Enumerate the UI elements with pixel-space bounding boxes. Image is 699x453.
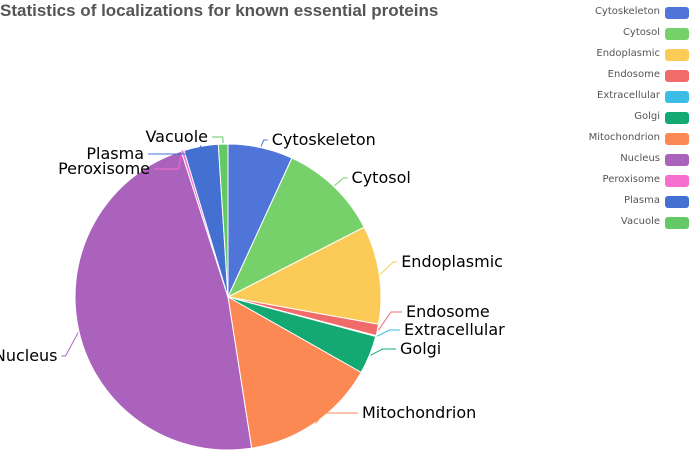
legend-label: Golgi [634, 111, 660, 122]
pie-slice-mitochondrion[interactable] [227, 296, 362, 449]
slice-label-mitochondrion: Mitochondrion [362, 403, 476, 422]
legend-item-golgi[interactable]: Golgi [560, 111, 699, 127]
legend-swatch [665, 196, 689, 208]
legend-item-endoplasmic[interactable]: Endoplasmic [560, 48, 699, 64]
slice-label-cytoskeleton: Cytoskeleton [272, 130, 376, 149]
legend-swatch [665, 175, 689, 187]
label-line-vacuole [212, 136, 224, 144]
legend-swatch [665, 91, 689, 103]
legend-label: Nucleus [620, 153, 660, 164]
pie-slice-endoplasmic[interactable] [226, 226, 382, 325]
label-line-nucleus [61, 332, 79, 357]
pie-slice-vacuole[interactable] [217, 143, 229, 298]
slice-label-peroxisome: Peroxisome [58, 159, 150, 178]
legend-item-peroxisome[interactable]: Peroxisome [560, 174, 699, 190]
legend-item-cytosol[interactable]: Cytosol [560, 27, 699, 43]
label-line-golgi [370, 348, 396, 356]
legend-swatch [665, 7, 689, 19]
slice-label-endoplasmic: Endoplasmic [401, 252, 503, 271]
legend-label: Plasma [623, 195, 660, 206]
legend-item-cytoskeleton[interactable]: Cytoskeleton [560, 6, 699, 22]
label-line-peroxisome [154, 149, 183, 170]
slice-label-extracellular: Extracellular [404, 320, 505, 339]
legend-item-extracellular[interactable]: Extracellular [560, 90, 699, 106]
legend-item-plasma[interactable]: Plasma [560, 195, 699, 211]
legend-swatch [665, 28, 689, 40]
slice-label-cytosol: Cytosol [352, 168, 411, 187]
legend-item-endosome[interactable]: Endosome [560, 69, 699, 85]
legend-label: Endoplasmic [596, 48, 660, 59]
legend-swatch [665, 133, 689, 145]
label-line-cytoskeleton [260, 139, 268, 147]
label-line-cytosol [334, 177, 348, 187]
pie-slice-cytosol[interactable] [226, 157, 365, 299]
label-line-endosome [377, 311, 402, 331]
pie-slice-nucleus[interactable] [74, 150, 253, 451]
legend-label: Endosome [607, 69, 660, 80]
slice-label-golgi: Golgi [400, 339, 441, 358]
slice-label-vacuole: Vacuole [145, 127, 208, 146]
label-line-plasma [148, 145, 202, 155]
legend-label: Extracellular [597, 90, 660, 101]
legend-label: Cytosol [622, 27, 660, 38]
legend-swatch [665, 217, 689, 229]
legend-swatch [665, 70, 689, 82]
legend-swatch [665, 112, 689, 124]
chart-title: Statistics of localizations for known es… [0, 1, 439, 20]
label-line-mitochondrion [315, 412, 358, 424]
slice-label-nucleus: Nucleus [0, 346, 58, 365]
legend-item-vacuole[interactable]: Vacuole [560, 216, 699, 232]
legend-label: Cytoskeleton [594, 6, 660, 17]
label-line-extracellular [376, 329, 400, 337]
legend-swatch [665, 49, 689, 61]
slice-label-endosome: Endosome [406, 302, 490, 321]
legend-item-nucleus[interactable]: Nucleus [560, 153, 699, 169]
label-line-endoplasmic [379, 261, 398, 275]
legend-label: Mitochondrion [588, 132, 660, 143]
slice-label-plasma: Plasma [86, 144, 144, 163]
legend-swatch [665, 154, 689, 166]
legend-label: Vacuole [620, 216, 660, 227]
legend-item-mitochondrion[interactable]: Mitochondrion [560, 132, 699, 148]
legend-label: Peroxisome [602, 174, 660, 185]
